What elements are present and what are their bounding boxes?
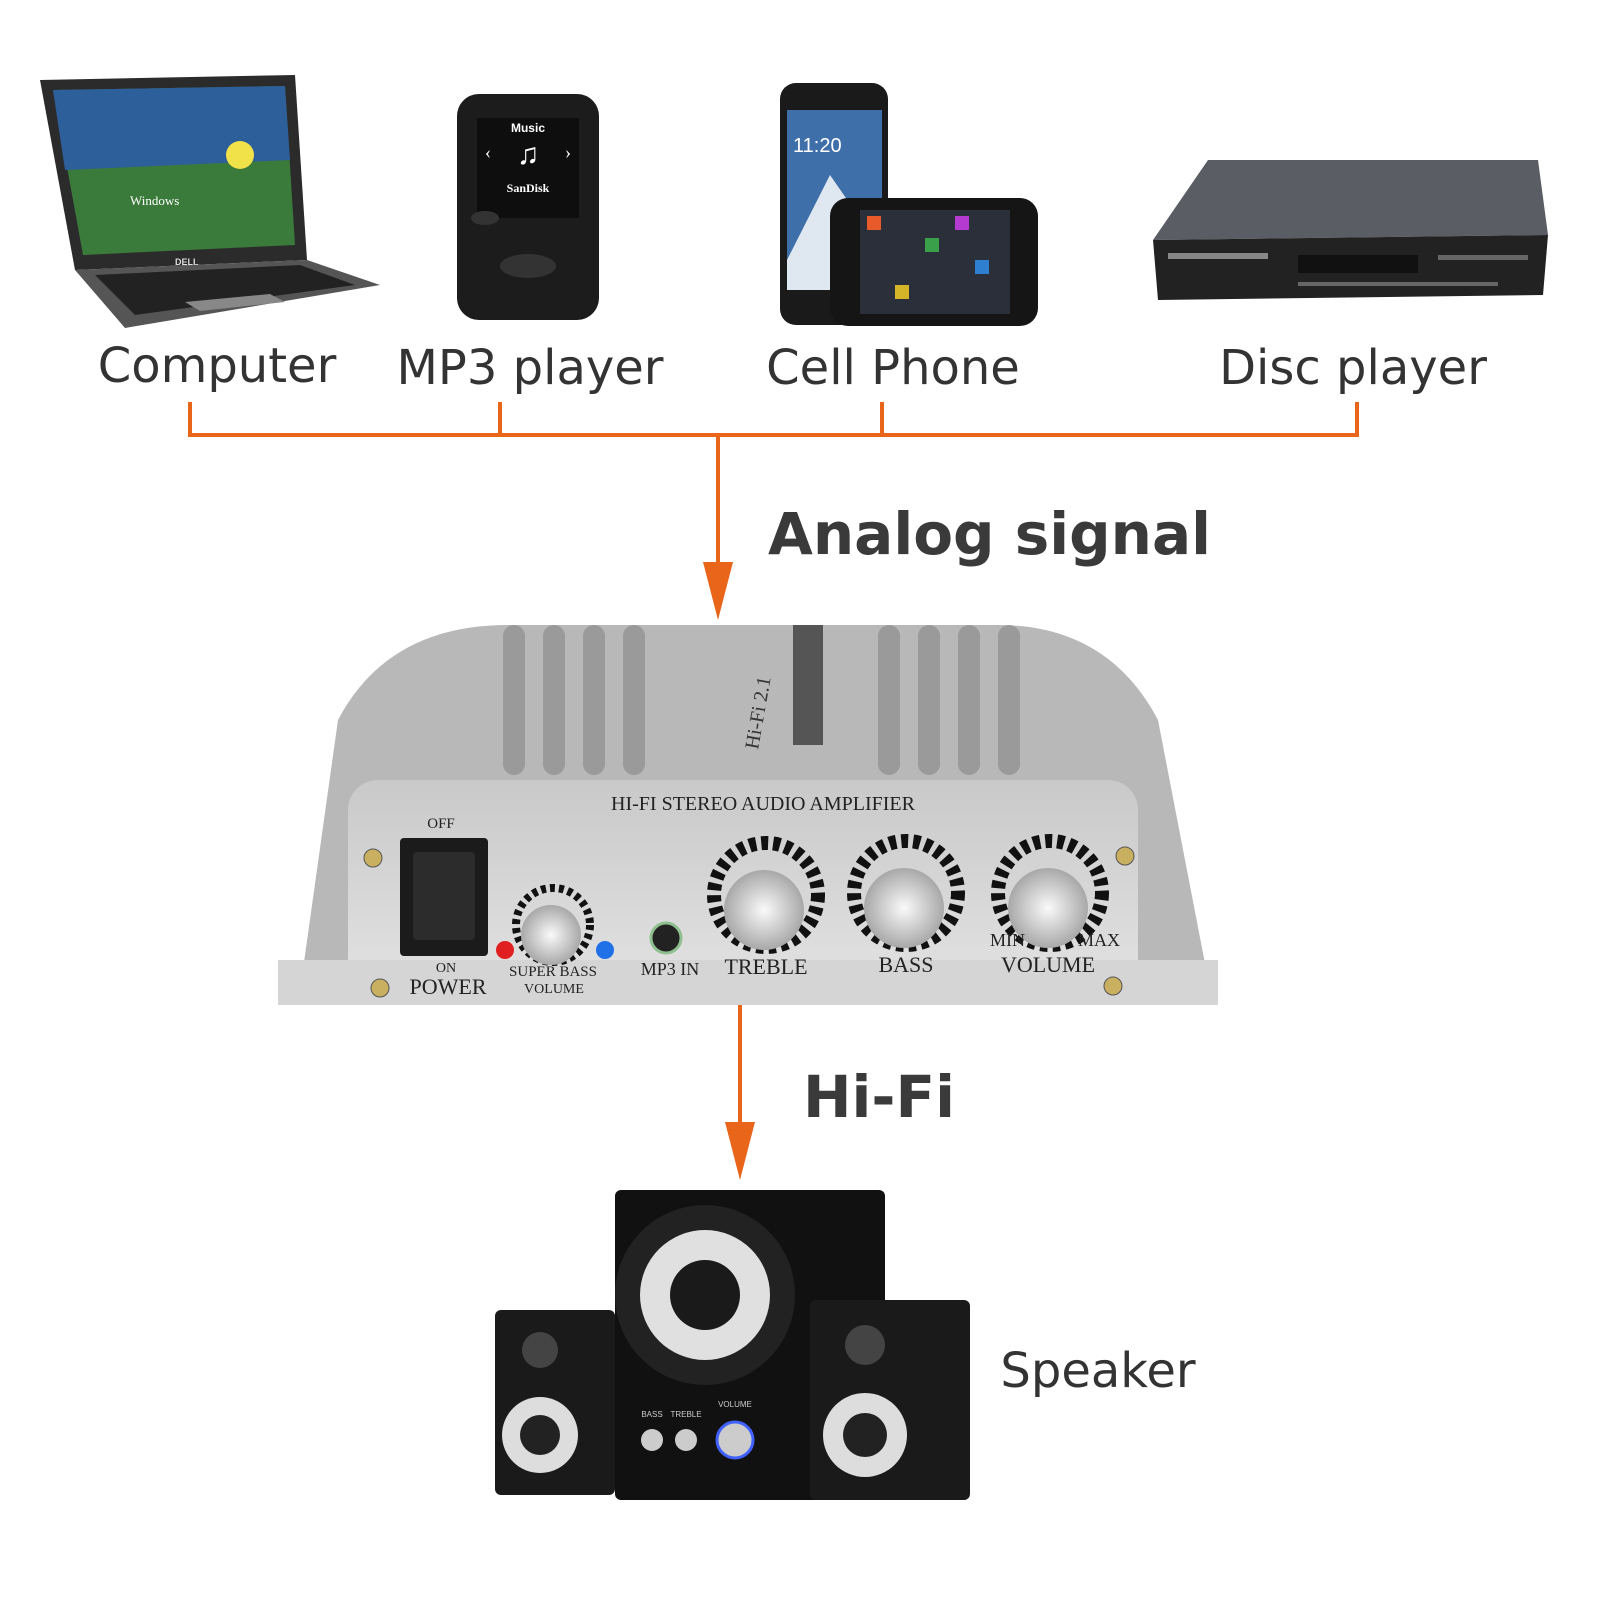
speaker-label: Speaker [1000, 1343, 1196, 1399]
amplifier: Hi-Fi 2.1 HI-FI STEREO AUDIO AMPLIFIER O… [278, 625, 1218, 1005]
power-off-label: OFF [427, 816, 455, 832]
laptop-brand: DELL [175, 257, 199, 267]
svg-text:‹: ‹ [485, 142, 491, 162]
phone-clock: 11:20 [793, 135, 842, 157]
mp3-player-icon: Music ♫ ‹ › SanDisk [457, 94, 599, 320]
laptop-screen-text: Windows [130, 193, 179, 208]
source-label-cell-phone: Cell Phone [766, 340, 1020, 396]
treble-knob[interactable] [724, 870, 804, 950]
speaker-treble-label: TREBLE [670, 1410, 701, 1419]
power-on-label: ON [436, 961, 456, 976]
speaker-volume-label: VOLUME [718, 1400, 752, 1409]
power-label: POWER [410, 974, 487, 999]
speaker-bass-label: BASS [641, 1410, 662, 1419]
mp3-in-label: MP3 IN [641, 959, 700, 979]
source-label-disc-player: Disc player [1219, 340, 1487, 396]
disc-player-icon [1153, 160, 1548, 300]
max-label: MAX [1078, 930, 1120, 950]
volume-label: VOLUME [1001, 952, 1095, 977]
cell-phone-icon: 11:20 [780, 83, 1038, 326]
mp3-screen-title: Music [511, 121, 545, 135]
laptop-icon: Windows DELL [40, 75, 380, 328]
arrow-down-icon [725, 1122, 755, 1180]
super-bass-volume-label: VOLUME [524, 982, 584, 997]
amp-title: HI-FI STEREO AUDIO AMPLIFIER [611, 793, 916, 815]
source-label-mp3-player: MP3 player [396, 340, 664, 396]
svg-text:♫: ♫ [517, 138, 540, 171]
bass-knob[interactable] [864, 868, 944, 948]
source-label-computer: Computer [97, 338, 337, 394]
svg-text:›: › [565, 142, 571, 162]
bass-label: BASS [878, 952, 933, 977]
treble-label: TREBLE [724, 954, 807, 979]
arrow-down-icon [703, 562, 733, 620]
blue-led [596, 941, 614, 959]
mp3-brand: SanDisk [507, 181, 550, 195]
hifi-label: Hi-Fi [803, 1063, 955, 1131]
volume-knob[interactable] [1008, 868, 1088, 948]
red-led [496, 941, 514, 959]
mp3-in-jack[interactable] [649, 921, 683, 955]
super-bass-label: SUPER BASS [509, 964, 597, 980]
super-bass-knob[interactable] [521, 905, 581, 965]
speaker-icon: BASS TREBLE VOLUME [495, 1190, 970, 1500]
analog-signal-label: Analog signal [768, 500, 1211, 568]
min-label: MIN [990, 930, 1025, 950]
